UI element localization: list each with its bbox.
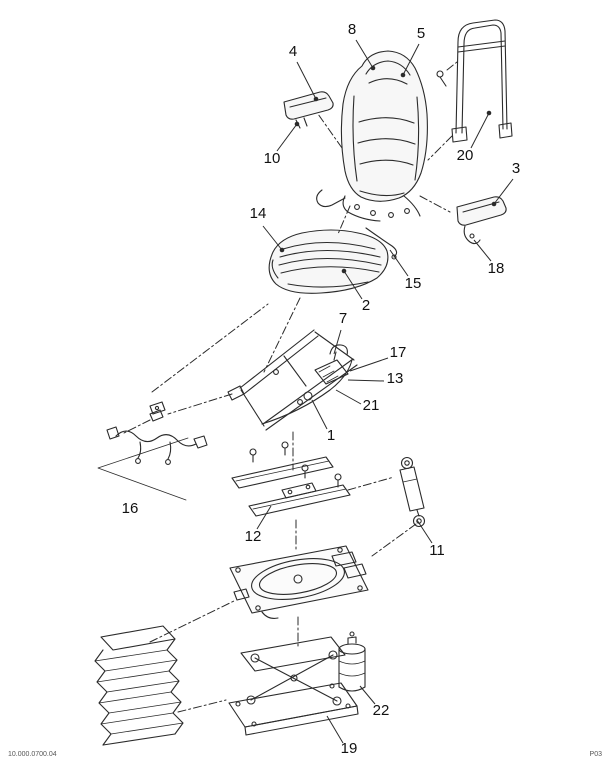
callout-3: 3 bbox=[512, 160, 520, 177]
callout-8: 8 bbox=[348, 21, 356, 38]
trim-cable bbox=[365, 227, 398, 258]
callout-21: 21 bbox=[363, 397, 380, 414]
callout-leader-8 bbox=[355, 39, 374, 69]
diagram-artwork bbox=[94, 19, 513, 746]
callout-leader-2 bbox=[343, 270, 363, 300]
callout-dot-8 bbox=[370, 65, 376, 71]
callout-12: 12 bbox=[245, 528, 262, 545]
callout-leader-17 bbox=[349, 357, 389, 372]
swivel-bracket bbox=[331, 551, 357, 567]
callout-leader-5 bbox=[402, 43, 420, 76]
callout-2: 2 bbox=[362, 297, 370, 314]
callout-dot-3 bbox=[491, 201, 497, 207]
suspension-frame bbox=[149, 329, 358, 431]
shock-absorber bbox=[399, 456, 426, 528]
callout-leader-10 bbox=[276, 123, 298, 152]
callout-dot-5 bbox=[400, 72, 406, 78]
adjuster-ratchet bbox=[314, 359, 349, 385]
rail-screws bbox=[249, 441, 342, 488]
recline-lever bbox=[316, 189, 346, 208]
callout-dot-2 bbox=[341, 268, 347, 274]
callout-leader-18 bbox=[473, 239, 492, 262]
callout-7: 7 bbox=[339, 310, 347, 327]
callout-19: 19 bbox=[341, 740, 358, 757]
callout-dot-4 bbox=[313, 96, 319, 102]
slide-rails bbox=[231, 441, 351, 517]
rail-bracket bbox=[281, 482, 317, 499]
seat-backrest bbox=[340, 50, 428, 202]
callout-13: 13 bbox=[387, 370, 404, 387]
armrest-support bbox=[463, 225, 481, 245]
bellows-boot bbox=[94, 625, 184, 746]
side-clip bbox=[149, 401, 166, 415]
callout-11: 11 bbox=[429, 542, 445, 559]
callout-leader-13 bbox=[347, 379, 385, 382]
callout-leader-15 bbox=[389, 249, 409, 277]
callout-leader-19 bbox=[326, 715, 344, 744]
callout-leader-12 bbox=[256, 505, 272, 530]
guard-frame bbox=[436, 19, 513, 143]
callout-10: 10 bbox=[264, 150, 281, 167]
callout-leader-20 bbox=[470, 112, 490, 149]
callout-18: 18 bbox=[488, 260, 505, 277]
air-spring bbox=[338, 631, 366, 692]
scissor-lift bbox=[228, 636, 359, 736]
frame-handle bbox=[329, 344, 348, 356]
callout-leader-3 bbox=[493, 178, 514, 205]
callout-dot-10 bbox=[294, 121, 300, 127]
seat-cushion bbox=[268, 229, 389, 294]
armrest-pad-left bbox=[283, 91, 334, 129]
guard-bolt bbox=[436, 70, 444, 78]
callout-20: 20 bbox=[457, 147, 474, 164]
callout-5: 5 bbox=[417, 25, 425, 42]
callout-1: 1 bbox=[327, 427, 335, 444]
wiring-harness bbox=[97, 409, 208, 501]
callout-16: 16 bbox=[122, 500, 139, 517]
callout-14: 14 bbox=[250, 205, 267, 222]
assembly-alignment-lines bbox=[121, 61, 458, 713]
callout-leader-4 bbox=[296, 61, 317, 100]
callout-dot-14 bbox=[279, 247, 285, 253]
callout-4: 4 bbox=[289, 43, 297, 60]
callout-leader-11 bbox=[416, 519, 433, 544]
callout-22: 22 bbox=[373, 702, 390, 719]
adjuster-knob bbox=[303, 391, 313, 401]
callout-layer: 8 5 4 10 20 3 18 14 2 15 7 17 13 21 1 16 12 11 22 19 bbox=[122, 21, 521, 757]
swivel-plate bbox=[229, 545, 369, 619]
frame-clamp bbox=[227, 385, 245, 401]
callout-leader-7 bbox=[333, 329, 342, 355]
callout-leader-14 bbox=[262, 225, 283, 251]
armrest-pad-right bbox=[456, 196, 507, 245]
harness-bracket bbox=[97, 437, 189, 501]
callout-leader-1 bbox=[311, 399, 328, 430]
callout-leader-22 bbox=[359, 685, 376, 705]
callout-leader-21 bbox=[335, 389, 362, 405]
callout-15: 15 bbox=[405, 275, 422, 292]
footer-page-ref: P03 bbox=[590, 751, 603, 758]
callout-17: 17 bbox=[390, 344, 407, 361]
callout-dot-20 bbox=[486, 110, 492, 116]
footer-document-number: 10.000.0700.04 bbox=[8, 751, 57, 758]
